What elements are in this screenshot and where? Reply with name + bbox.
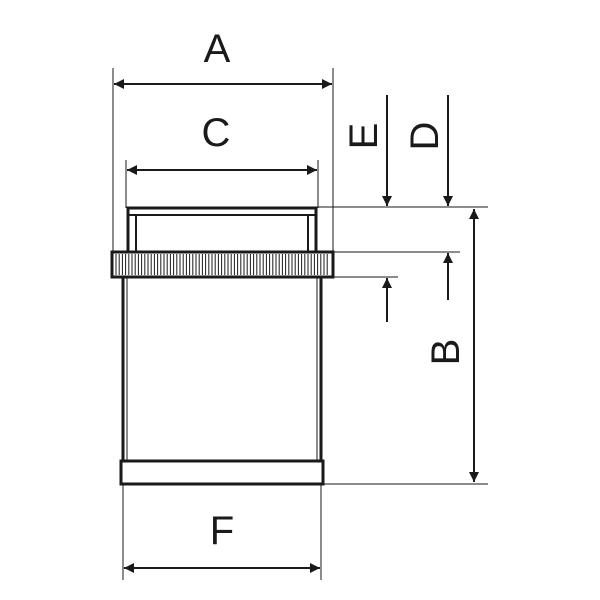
label-e: E: [342, 123, 386, 150]
label-c: C: [202, 111, 231, 155]
part-outline: [110, 206, 335, 486]
label-f: F: [210, 509, 234, 553]
dimension-labels: A C F B E D: [202, 27, 468, 553]
bottom-ring: [119, 459, 325, 486]
dimension-lines: [114, 79, 479, 573]
label-d: D: [403, 122, 447, 151]
knurl-pattern: [115, 254, 328, 275]
extension-lines: [112, 68, 488, 580]
label-a: A: [204, 27, 231, 71]
label-b: B: [424, 339, 468, 366]
body: [121, 274, 323, 463]
